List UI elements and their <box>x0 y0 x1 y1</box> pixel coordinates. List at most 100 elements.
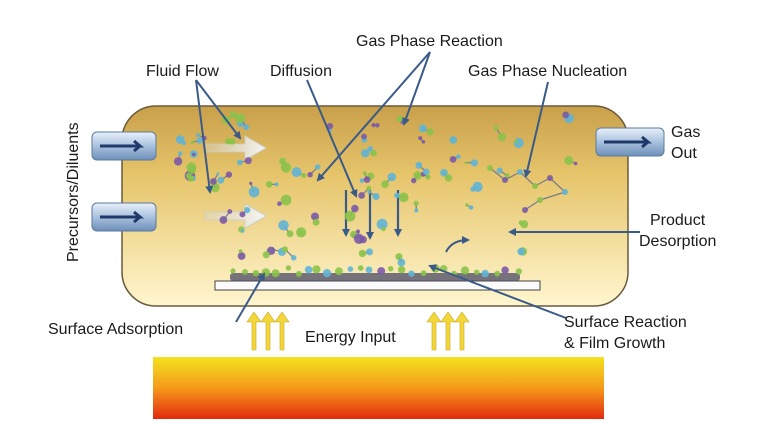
molecule <box>252 270 260 277</box>
upward-arrow-icon <box>246 311 262 351</box>
molecule <box>367 190 371 194</box>
molecule <box>449 156 457 163</box>
molecule <box>496 167 503 174</box>
molecule <box>456 154 461 159</box>
molecule <box>230 268 236 274</box>
molecule <box>181 141 187 146</box>
molecule-bond <box>539 191 566 201</box>
molecule <box>370 151 374 155</box>
molecule <box>514 139 518 144</box>
upward-arrow-icon <box>454 311 470 351</box>
molecule <box>371 123 376 128</box>
label-surface-reaction-1: Surface Reaction <box>564 314 687 331</box>
molecule <box>418 124 427 133</box>
molecule <box>470 159 478 167</box>
molecule <box>237 159 243 166</box>
molecule <box>502 177 508 183</box>
molecule <box>225 138 232 145</box>
molecule <box>501 266 509 274</box>
molecule <box>470 186 476 192</box>
molecule <box>520 220 529 229</box>
label-energy-input: Energy Input <box>305 329 396 346</box>
molecule <box>216 172 220 176</box>
inlet-pipe-bottom <box>91 202 157 232</box>
molecule <box>304 265 313 274</box>
molecule <box>426 128 434 136</box>
molecule <box>347 266 354 272</box>
molecule <box>449 136 458 144</box>
molecule <box>241 229 245 233</box>
molecule <box>326 122 334 130</box>
molecule <box>322 269 332 278</box>
molecule <box>363 176 371 183</box>
outlet-pipe <box>595 127 665 157</box>
molecule <box>301 173 307 178</box>
molecule <box>312 218 320 226</box>
molecule <box>367 146 373 152</box>
molecule <box>372 192 380 201</box>
molecule <box>362 171 367 176</box>
deposited-film <box>230 273 520 281</box>
label-surface-reaction-2: & Film Growth <box>564 335 665 352</box>
molecule <box>237 252 246 260</box>
molecule <box>271 269 280 278</box>
molecule <box>522 207 528 213</box>
molecule <box>196 137 203 144</box>
molecule <box>537 197 543 203</box>
molecule <box>493 125 499 131</box>
label-gas-phase-reaction: Gas Phase Reaction <box>356 33 503 50</box>
label-diffusion: Diffusion <box>270 63 332 80</box>
molecule <box>573 161 578 166</box>
molecule <box>381 180 389 188</box>
label-fluid-flow: Fluid Flow <box>146 63 219 80</box>
fluid-flow-arrows <box>204 135 267 229</box>
molecule <box>474 269 480 275</box>
label-gas-out-2: Out <box>671 145 697 162</box>
molecule <box>366 248 373 256</box>
molecule <box>394 192 400 199</box>
molecule <box>358 249 367 258</box>
molecule <box>515 268 523 275</box>
molecule <box>290 254 297 261</box>
label-gas-out-1: Gas <box>671 124 700 141</box>
energy-arrows-right <box>426 311 470 351</box>
molecule <box>173 157 183 166</box>
molecule <box>413 171 422 180</box>
pipe-arrow-icon <box>100 210 145 224</box>
molecule <box>235 113 246 124</box>
molecule <box>460 266 470 275</box>
molecule <box>278 220 289 231</box>
molecule <box>227 209 233 214</box>
molecule <box>365 266 373 274</box>
molecule <box>377 267 386 276</box>
molecule <box>398 192 409 203</box>
label-product-desorption-1: Product <box>650 212 706 229</box>
pipe-arrow-icon <box>100 139 145 153</box>
molecule <box>481 269 489 278</box>
molecule <box>440 169 448 177</box>
molecule <box>562 111 570 119</box>
molecule <box>388 266 394 272</box>
molecule <box>265 181 273 188</box>
callout-lines <box>195 51 640 323</box>
molecule <box>210 178 217 185</box>
molecule <box>225 171 233 178</box>
molecule <box>295 270 302 277</box>
molecule <box>359 178 365 183</box>
molecule <box>376 218 388 230</box>
molecule-bond <box>549 177 566 193</box>
molecule <box>415 161 423 169</box>
molecule <box>361 133 367 140</box>
molecule <box>468 205 474 210</box>
molecule <box>423 168 430 176</box>
molecule <box>418 136 423 141</box>
molecule <box>219 216 228 224</box>
molecule <box>381 227 386 232</box>
molecule <box>238 249 243 254</box>
molecule <box>280 194 292 206</box>
molecule <box>196 133 200 137</box>
molecule <box>186 162 197 173</box>
pipe-arrow-icon <box>604 135 653 149</box>
molecule <box>497 132 507 142</box>
